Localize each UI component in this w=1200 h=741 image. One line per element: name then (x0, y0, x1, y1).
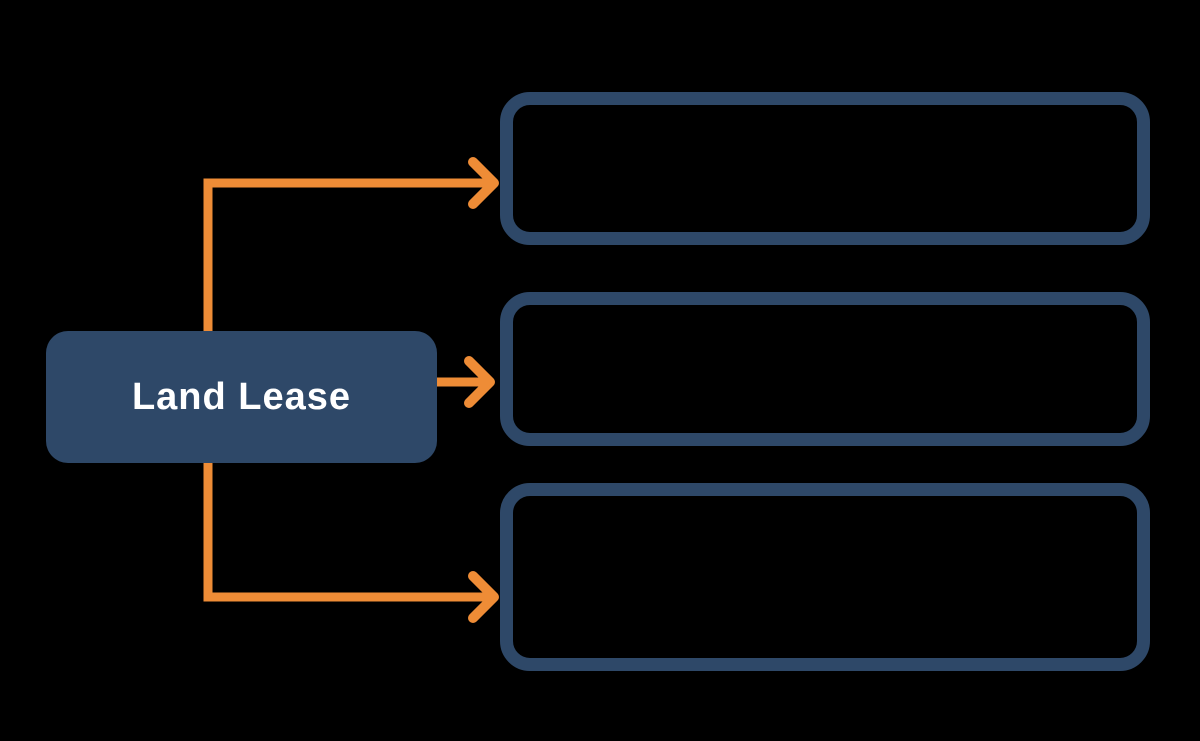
branch-box-3 (500, 483, 1150, 671)
connector-arrow-middle (437, 356, 495, 408)
connector-arrow-bottom (203, 463, 499, 623)
branch-box-1 (500, 92, 1150, 245)
root-node-label: Land Lease (131, 376, 352, 418)
connector-arrow-top (203, 157, 499, 331)
branch-box-2 (500, 292, 1150, 446)
root-node-land-lease: Land Lease (46, 331, 437, 463)
